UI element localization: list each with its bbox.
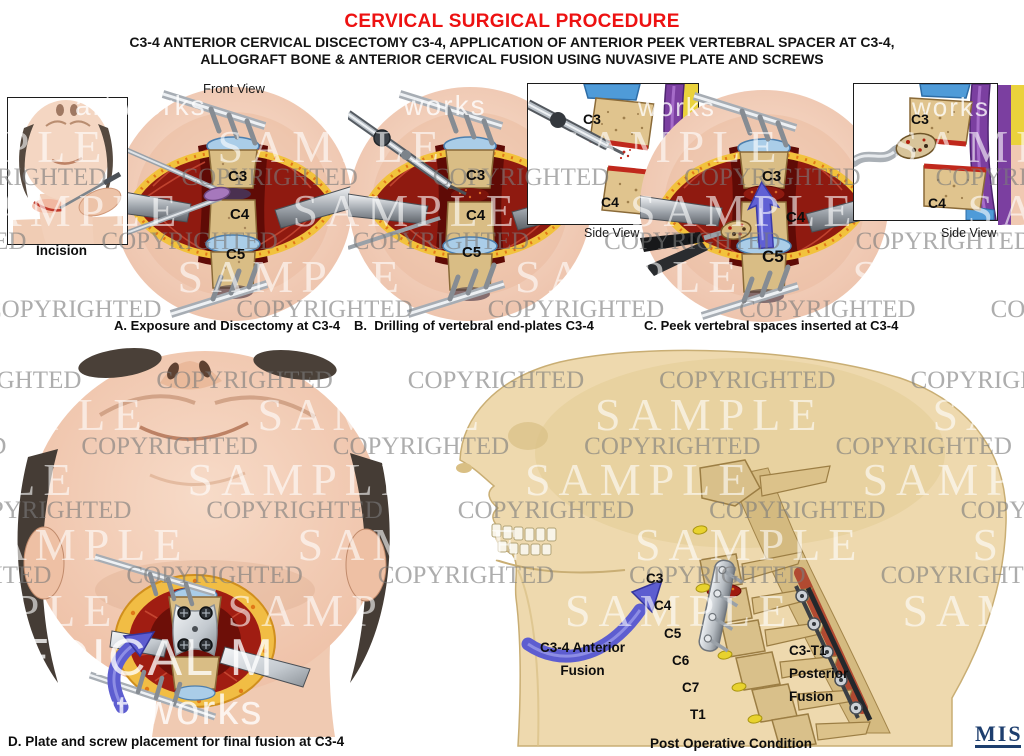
panel-b-side-view-inset: [527, 83, 699, 225]
rake-retractor-bottom: [169, 262, 269, 318]
peek-spacer: [895, 132, 937, 160]
level-label-c3: C3: [228, 168, 248, 185]
level-label-c4: C4: [230, 206, 250, 223]
panel-c-illustration: [640, 90, 896, 322]
drill-side-view: [528, 99, 631, 160]
curved-arrow-icon: [107, 631, 156, 714]
rake-retractor-top: [692, 92, 798, 148]
caption-panel-e: Post Operative Condition: [650, 736, 813, 751]
caption-panel-b: B. Drilling of vertebral end-plates C3-4: [354, 318, 594, 333]
caption-panel-c: C. Peek vertebral spaces inserted at C3-…: [644, 318, 899, 333]
level-label-c3: C3: [762, 168, 782, 185]
up-arrow-icon: [746, 180, 781, 250]
incision-line: [33, 200, 63, 212]
incision-label: Incision: [36, 243, 88, 258]
side-view-label: Side View: [584, 226, 640, 240]
front-view-label: Front View: [203, 81, 265, 96]
spine-label-c3: C3: [646, 571, 664, 586]
spacer-inserter: [640, 220, 752, 276]
page-subtitle-line2: ALLOGRAFT BONE & ANTERIOR CERVICAL FUSIO…: [200, 51, 824, 67]
panel-d-illustration: [17, 347, 390, 737]
posterior-fusion-label-line1: C3-T1: [789, 643, 827, 658]
rake-retractor-bottom: [700, 264, 800, 320]
teeth: [491, 523, 626, 574]
plate-screws: [177, 606, 213, 652]
rake-retractor-top: [398, 90, 504, 146]
side-view-drill-illustration: [528, 84, 698, 224]
level-label-c4: C4: [466, 207, 486, 224]
level-label-c5: C5: [462, 244, 482, 261]
incision-illustration: [8, 98, 127, 244]
spine-label-c7: C7: [682, 680, 700, 695]
level-label-c5: C5: [762, 247, 784, 266]
caption-panel-d: D. Plate and screw placement for final f…: [8, 734, 345, 749]
rake-retractor-top: [161, 90, 267, 146]
panel-c-side-view-inset: [853, 83, 998, 221]
spine-label-c4: C4: [654, 598, 672, 613]
spine-label-c6: C6: [672, 653, 690, 668]
spine-label-t1: T1: [690, 707, 706, 722]
anterior-fusion-label-line1: C3-4 Anterior: [539, 640, 625, 655]
inset-level-label-c4: C4: [601, 194, 619, 210]
caption-panel-a: A. Exposure and Discectomy at C3-4: [114, 318, 341, 333]
spine-label-c5: C5: [664, 626, 682, 641]
surgical-drill: [348, 110, 467, 196]
incision-inset: [7, 97, 128, 245]
mis-logo-bar: [975, 745, 1021, 748]
inset-level-label-c3: C3: [583, 111, 601, 127]
page-title: CERVICAL SURGICAL PROCEDURE: [344, 11, 680, 32]
level-label-c5: C5: [226, 246, 246, 263]
mis-logo: MIS: [975, 721, 1023, 748]
level-label-c4: C4: [786, 209, 806, 226]
side-view-spacer-illustration: [854, 84, 997, 220]
inset-level-label-c4: C4: [928, 195, 946, 211]
mis-logo-text: MIS: [975, 721, 1023, 746]
anterior-fusion-label-line2: Fusion: [560, 663, 605, 678]
curved-arrow-icon: [521, 578, 664, 663]
edge-anatomy-strip: [998, 85, 1024, 225]
panel-a-illustration: [113, 87, 353, 321]
disc-fragment: [203, 186, 231, 202]
side-view-label: Side View: [941, 226, 997, 240]
posterior-fusion-label-line2: Posterior: [789, 666, 849, 681]
surgeon-hand: [78, 187, 122, 217]
panel-e-illustration: [456, 349, 1007, 748]
rake-retractor-top: [93, 553, 217, 607]
posterior-fusion-label-line3: Fusion: [789, 689, 834, 704]
peek-spacer: [720, 220, 752, 240]
inset-level-label-c3: C3: [911, 111, 929, 127]
anterior-plate: [698, 559, 744, 653]
page-subtitle-line1: C3-4 ANTERIOR CERVICAL DISCECTOMY C3-4, …: [129, 34, 895, 50]
posterior-rods: [794, 585, 873, 722]
rake-retractor-bottom: [406, 262, 506, 318]
level-label-c3: C3: [466, 167, 486, 184]
spacer-gripper: [854, 132, 937, 167]
